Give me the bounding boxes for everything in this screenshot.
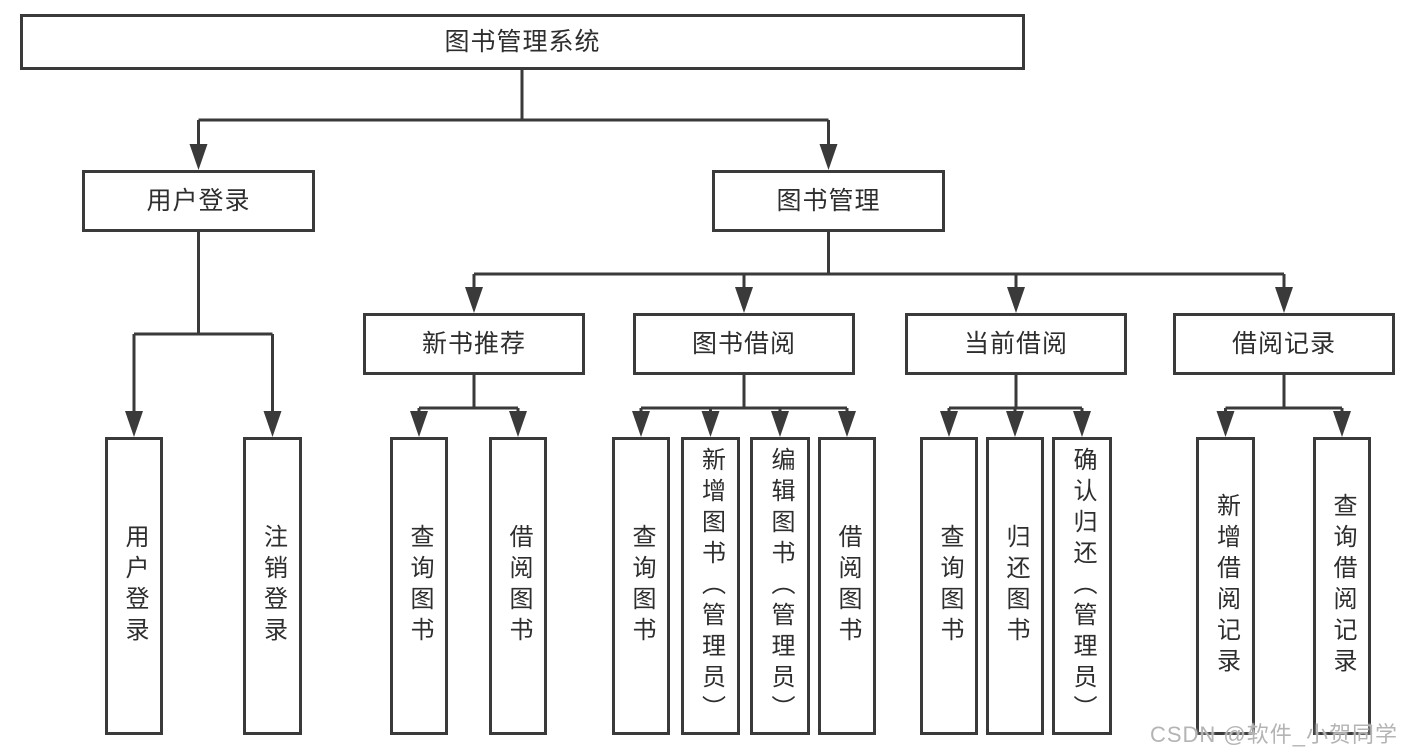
leaf-label: 归还图书 [1002,524,1029,648]
node-label: 借阅记录 [1231,329,1336,358]
leaf-query-book: 查询图书 [612,437,670,735]
leaf-label: 注销登录 [259,524,287,648]
leaf-label: 用户登录 [121,524,148,648]
node-label: 新书推荐 [421,329,526,358]
leaf-return-book: 归还图书 [986,437,1044,735]
leaf-label: 查询图书 [936,524,963,648]
leaf-label: 查询图书 [406,524,433,648]
leaf-label: 查询图书 [628,524,655,648]
node-label: 用户登录 [146,186,251,215]
leaf-confirm-return-admin: 确认归还（管理员） [1052,437,1112,735]
leaf-query-borrow-record: 查询借阅记录 [1313,437,1371,735]
node-library-management-system: 图书管理系统 [20,14,1025,70]
leaf-label: 新增借阅记录 [1212,493,1240,679]
leaf-label: 借阅图书 [834,524,861,648]
node-label: 图书管理 [776,186,881,215]
node-label: 图书借阅 [691,329,796,358]
csdn-watermark: CSDN @软件_小贺同学 [1149,722,1398,747]
node-borrow-records: 借阅记录 [1173,313,1395,375]
node-label: 图书管理系统 [444,27,601,56]
node-book-management: 图书管理 [712,170,945,232]
node-label: 当前借阅 [963,329,1068,358]
arrowheads [125,144,1351,437]
leaf-label: 新增图书（管理员） [697,446,725,726]
node-book-borrow: 图书借阅 [633,313,855,375]
leaf-query-book: 查询图书 [390,437,448,735]
leaf-label: 借阅图书 [505,524,532,648]
node-current-borrow: 当前借阅 [905,313,1127,375]
leaf-query-book: 查询图书 [920,437,978,735]
leaf-logout-login: 注销登录 [243,437,302,735]
leaf-add-book-admin: 新增图书（管理员） [681,437,740,735]
leaf-user-login: 用户登录 [105,437,163,735]
leaf-label: 确认归还（管理员） [1069,446,1096,726]
leaf-add-borrow-record: 新增借阅记录 [1196,437,1255,735]
leaf-label: 查询借阅记录 [1329,493,1356,679]
node-user-login: 用户登录 [82,170,315,232]
leaf-borrow-book: 借阅图书 [818,437,876,735]
node-new-book-recommend: 新书推荐 [363,313,585,375]
leaf-borrow-book: 借阅图书 [489,437,547,735]
leaf-edit-book-admin: 编辑图书（管理员） [750,437,810,735]
leaf-label: 编辑图书（管理员） [767,446,794,726]
